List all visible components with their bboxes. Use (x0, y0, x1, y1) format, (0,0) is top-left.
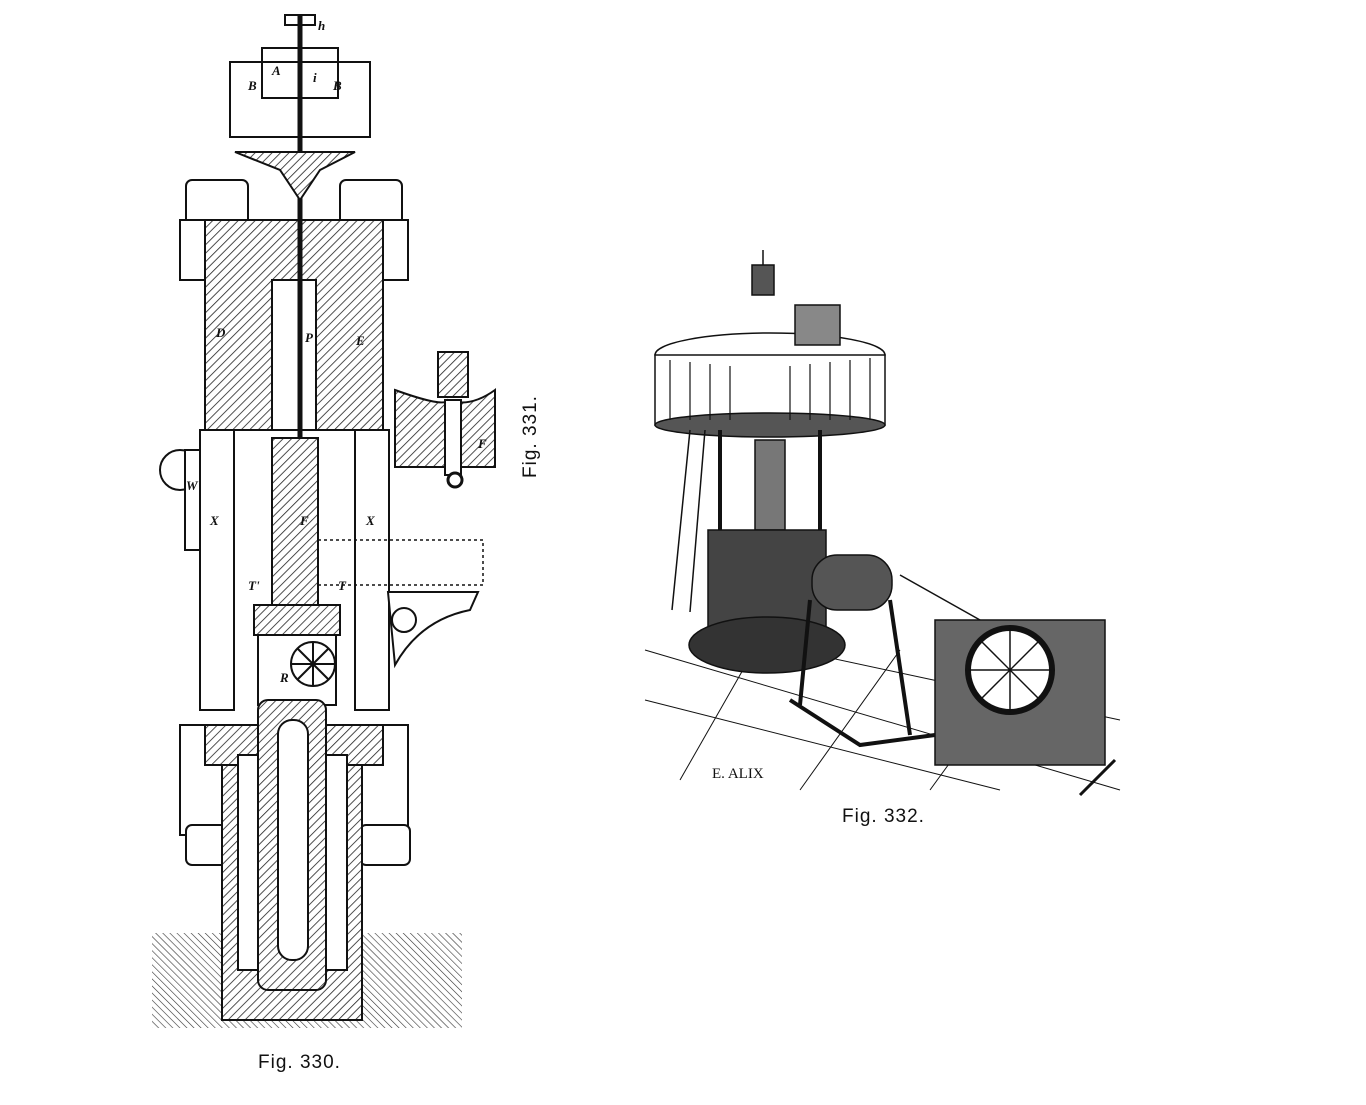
fig-332-caption: Fig. 332. (842, 806, 925, 827)
fig-330-caption: Fig. 330. (258, 1052, 341, 1073)
svg-text:D: D (215, 325, 226, 340)
fig-332-engraving (644, 250, 1121, 797)
svg-text:h: h (318, 18, 325, 33)
fig-330-drawing (152, 14, 484, 1028)
svg-text:X: X (209, 513, 219, 528)
svg-text:B: B (332, 78, 342, 93)
fig-330-labels: h A B B i D E P W X X F T' T R (186, 18, 375, 685)
svg-text:B: B (247, 78, 257, 93)
svg-text:X: X (365, 513, 375, 528)
svg-text:F: F (477, 436, 487, 451)
svg-text:R: R (279, 670, 289, 685)
svg-text:F: F (299, 513, 309, 528)
svg-text:W: W (186, 478, 199, 493)
fig-331-caption: Fig. 331. (520, 395, 541, 478)
fig-331-drawing: F (394, 351, 496, 489)
svg-text:i: i (313, 70, 317, 85)
svg-text:A: A (271, 63, 281, 78)
svg-text:T: T (338, 578, 347, 593)
svg-text:E: E (355, 333, 365, 348)
svg-text:T': T' (248, 578, 260, 593)
svg-text:P: P (305, 330, 314, 345)
artist-signature: E. ALIX (712, 766, 764, 782)
